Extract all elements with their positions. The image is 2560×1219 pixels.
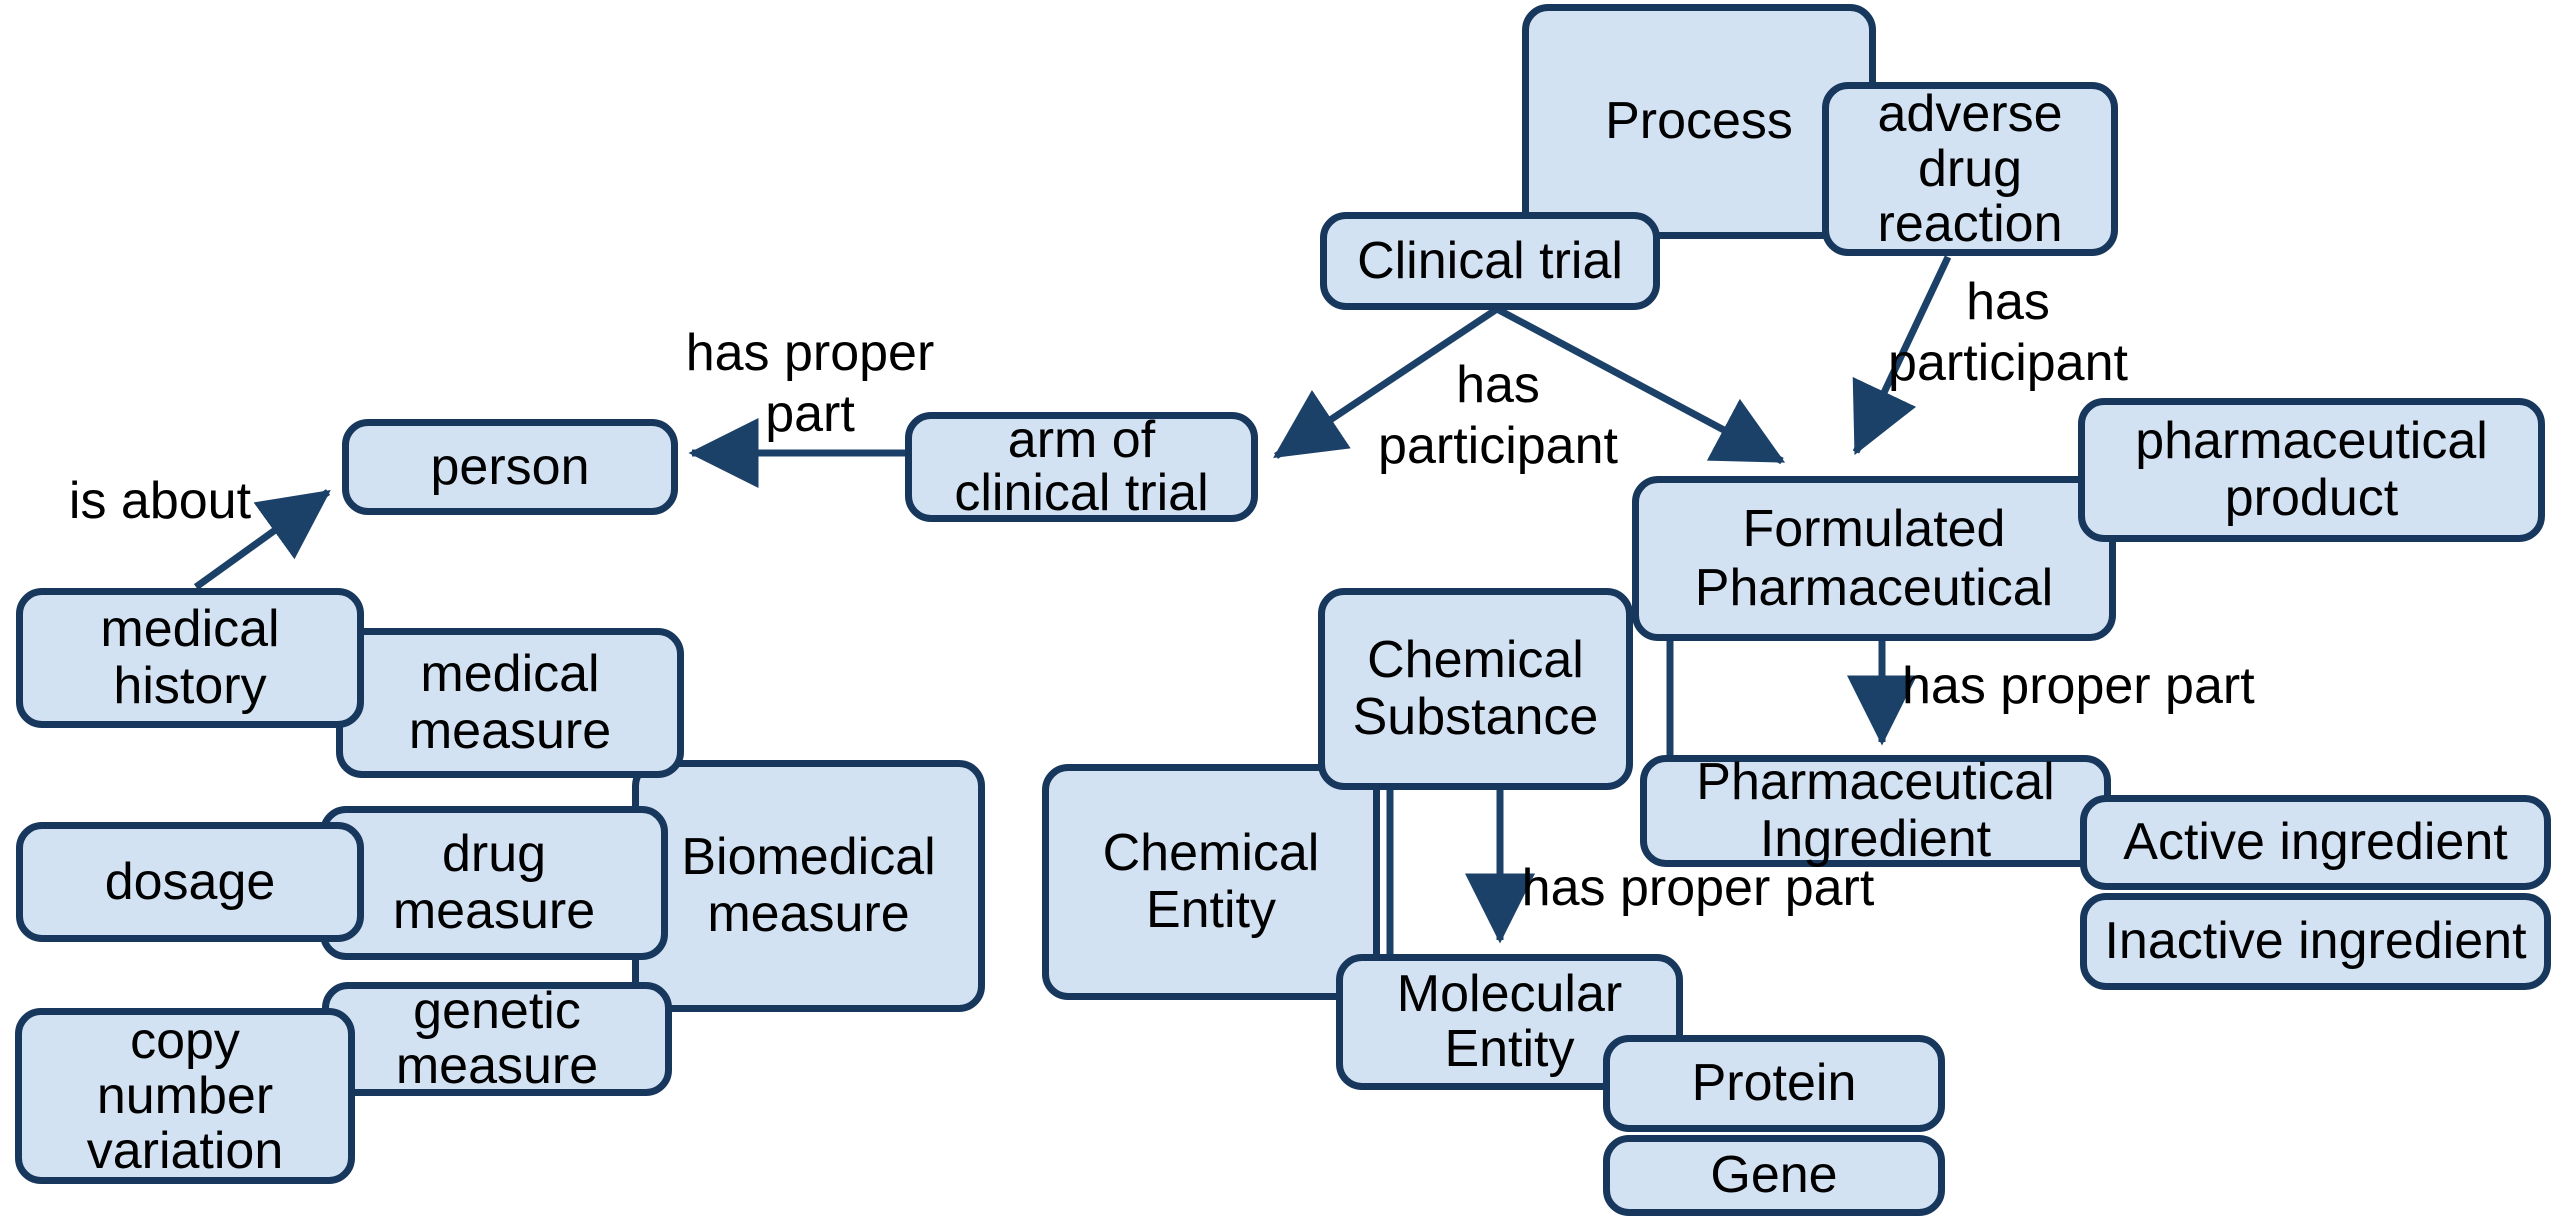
- node-medical-measure: medical measure: [336, 628, 684, 778]
- node-chemical-entity: Chemical Entity: [1042, 764, 1380, 1000]
- node-chemical-substance: Chemical Substance: [1318, 588, 1633, 790]
- edge-label-is-about: is about: [68, 472, 252, 530]
- edge-label-has-proper-part-top: has proper part: [685, 324, 935, 443]
- node-copy-number-variation: copy number variation: [15, 1008, 355, 1184]
- node-genetic-measure: genetic measure: [322, 982, 672, 1096]
- edge-label-has-participant-right: has participant: [1888, 273, 2128, 392]
- node-inactive-ingredient: Inactive ingredient: [2080, 893, 2551, 990]
- node-adverse-drug-reaction: adverse drug reaction: [1822, 82, 2118, 256]
- node-gene: Gene: [1603, 1135, 1945, 1216]
- node-biomedical-measure: Biomedical measure: [632, 760, 985, 1012]
- edge-label-has-participant-left: has participant: [1378, 356, 1618, 475]
- node-pharmaceutical-ingredient: Pharmaceutical Ingredient: [1640, 754, 2111, 868]
- edge-clinical-trial-to-formulated: [1495, 305, 1786, 465]
- edge-medical-history-to-person: [193, 489, 331, 590]
- node-medical-history: medical history: [16, 588, 364, 728]
- node-protein: Protein: [1603, 1035, 1945, 1132]
- node-formulated-pharmaceutical: Formulated Pharmaceutical: [1632, 476, 2116, 641]
- node-clinical-trial: Clinical trial: [1320, 212, 1660, 310]
- edge-label-has-proper-part-right: has proper part: [1902, 657, 2255, 715]
- edge-label-has-proper-part-bottom: has proper part: [1521, 859, 1875, 917]
- node-drug-measure: drug measure: [320, 806, 668, 960]
- edge-clinical-trial-to-arm: [1273, 306, 1499, 459]
- node-person: person: [342, 419, 678, 515]
- node-pharmaceutical-product: pharmaceutical product: [2078, 398, 2545, 542]
- node-molecular-entity: Molecular Entity: [1336, 954, 1683, 1090]
- edge-adverse-to-formulated: [1852, 255, 1952, 456]
- node-active-ingredient: Active ingredient: [2080, 795, 2551, 890]
- node-arm-of-clinical-trial: arm of clinical trial: [905, 412, 1258, 522]
- node-dosage: dosage: [16, 822, 364, 942]
